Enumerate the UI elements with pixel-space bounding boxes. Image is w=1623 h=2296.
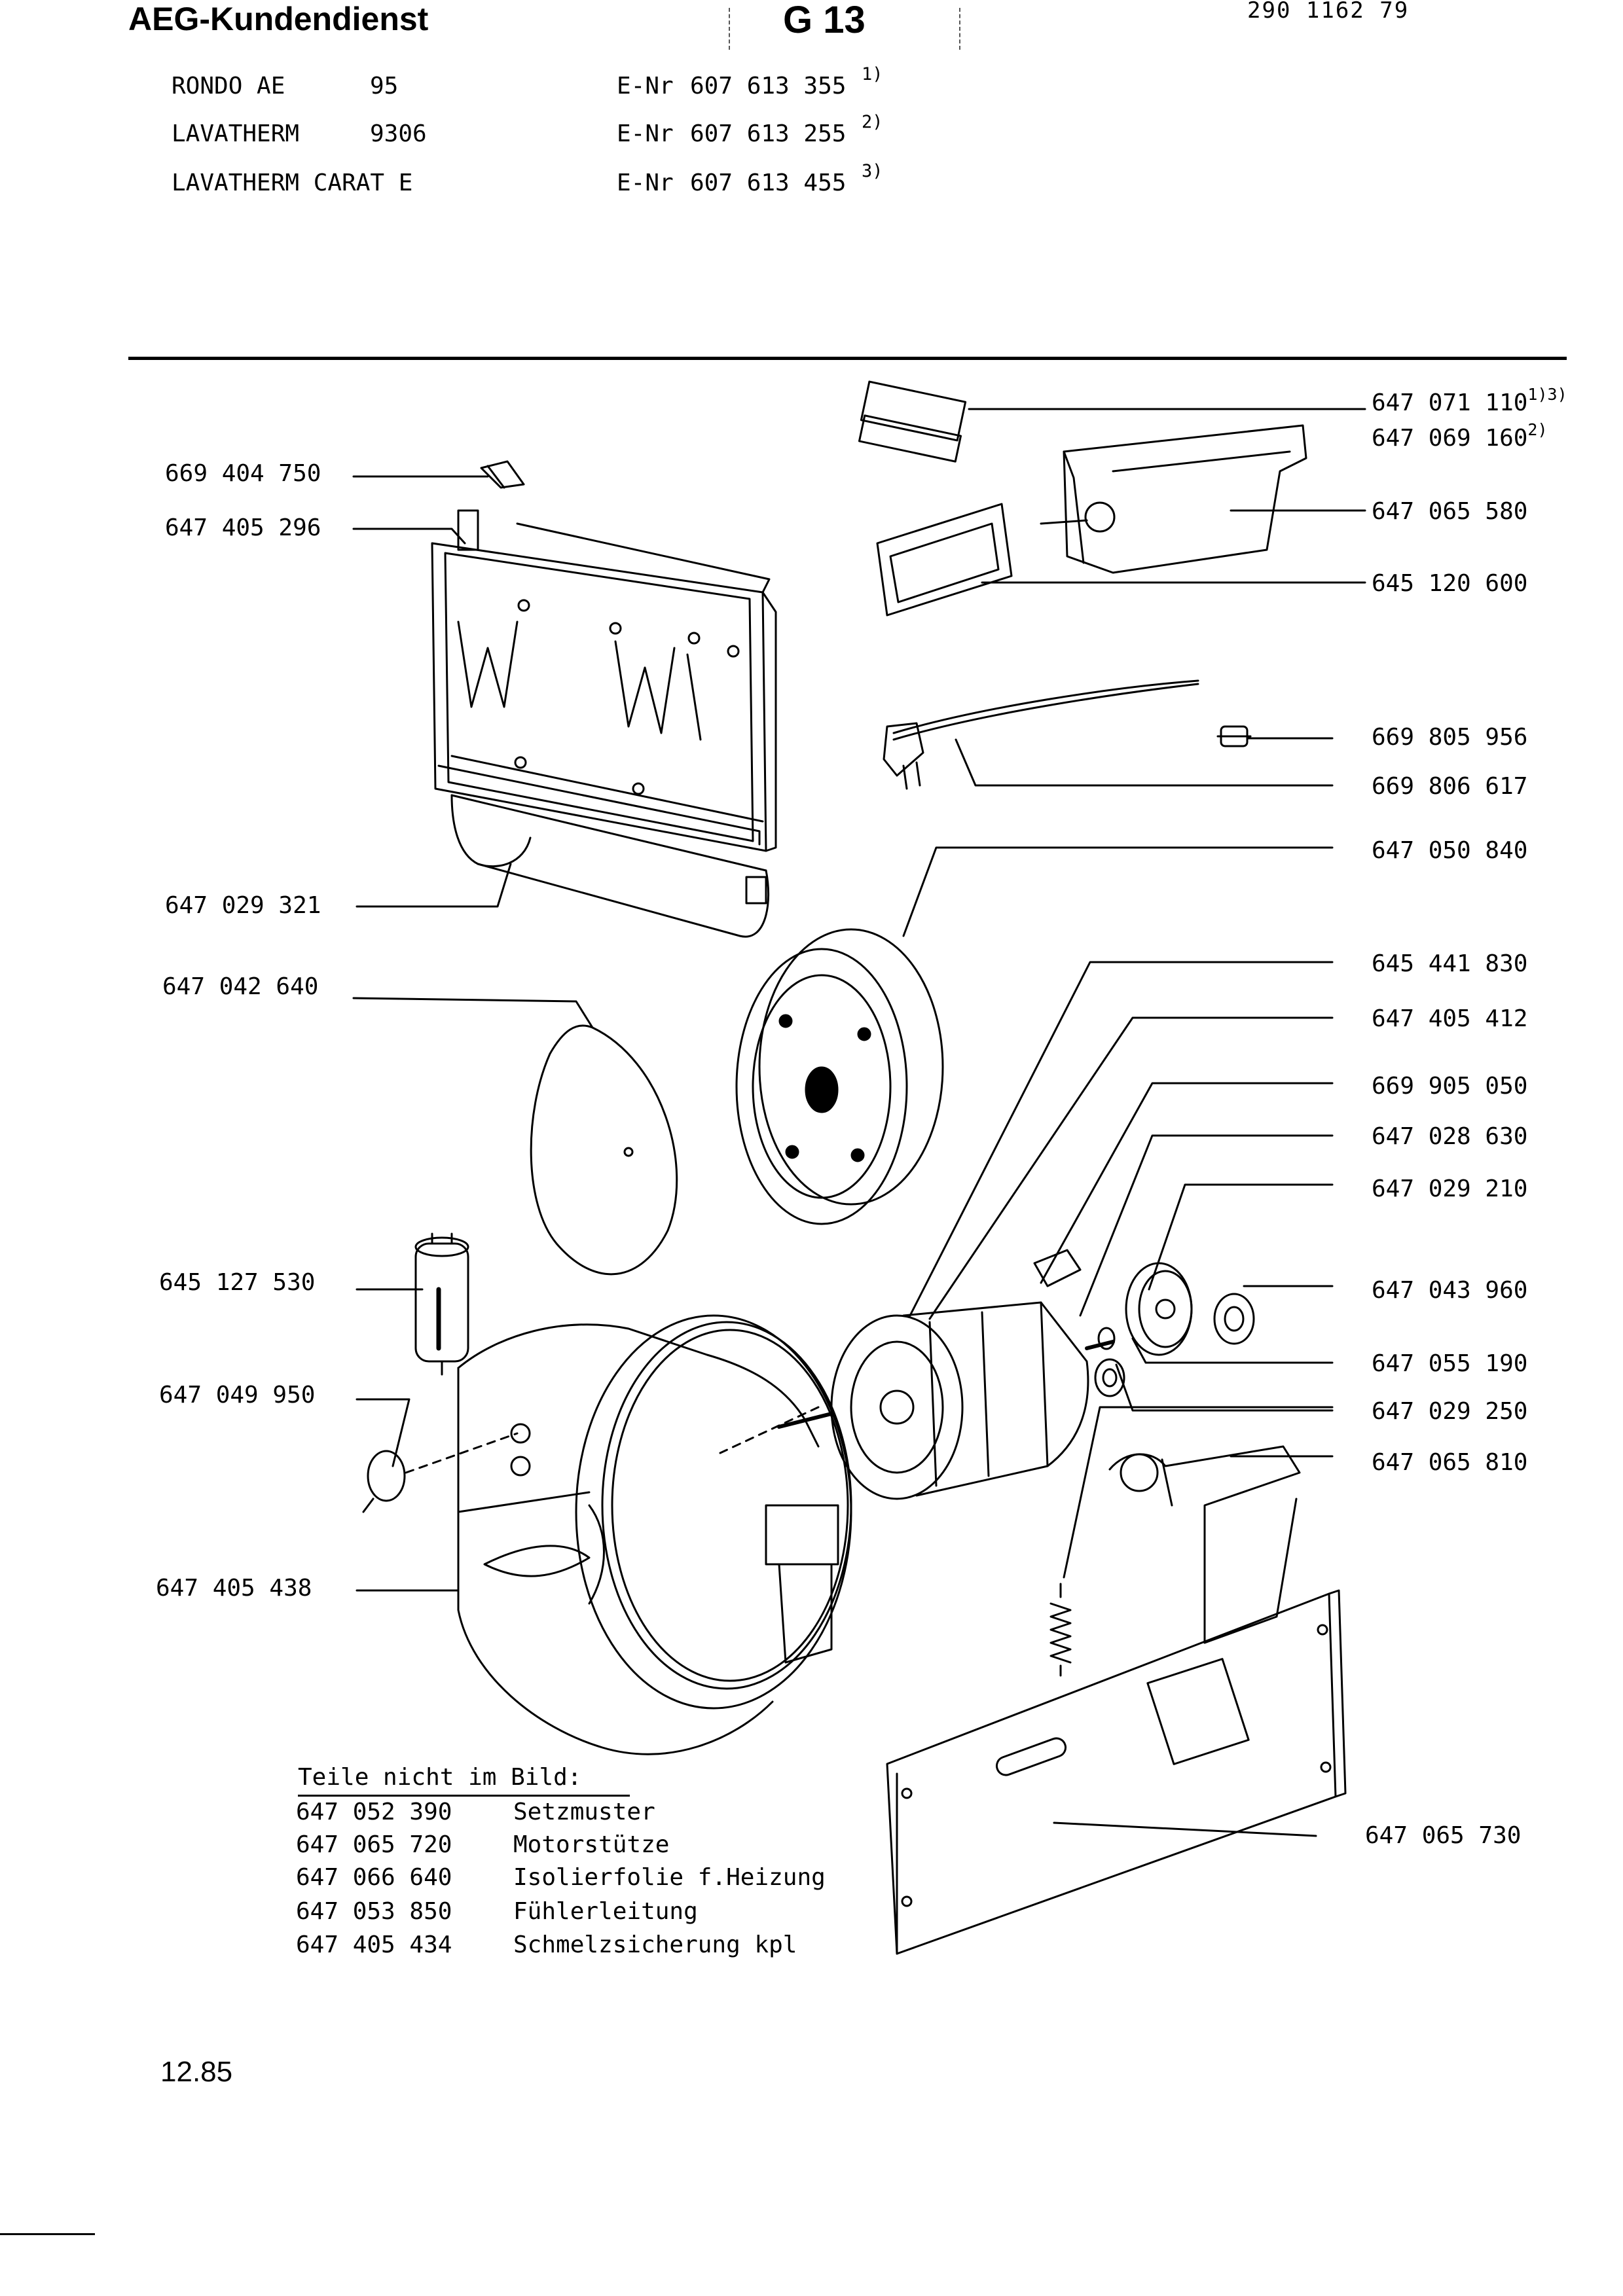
enr-number: 607 613 255 [690, 120, 847, 147]
footnote-mark: 3) [862, 161, 883, 181]
model-row: LAVATHERM 9306 E-Nr 607 613 255 2) [172, 112, 957, 151]
part-label: 647 029 210 [1372, 1175, 1528, 1202]
enr-number: 607 613 455 [690, 170, 847, 196]
part-label: 645 127 530 [159, 1269, 316, 1296]
part-label: 647 069 1602) [1372, 420, 1548, 452]
control-panel [876, 503, 1013, 617]
part-label: 647 029 321 [165, 892, 321, 919]
part-label: 669 806 617 [1372, 773, 1528, 800]
document-number: 290 1162 79 [1247, 0, 1410, 24]
part-label: 647 071 1101)3) [1372, 385, 1567, 416]
heading-underline [298, 1795, 630, 1797]
not-in-picture-item: 647 405 434 Schmelzsicherung kpl [296, 1929, 885, 1961]
model-number: 95 [370, 73, 399, 99]
part-description: Fühlerleitung [513, 1898, 698, 1925]
part-label: 647 049 950 [159, 1382, 316, 1408]
not-in-picture-item: 647 066 640 Isolierfolie f.Heizung [296, 1862, 885, 1893]
model-name: LAVATHERM CARAT E [172, 170, 413, 196]
rear-panel [886, 1589, 1347, 1955]
header-divider-left [729, 8, 730, 50]
not-in-picture-heading: Teile nicht im Bild: [298, 1764, 582, 1791]
nut [1213, 1293, 1255, 1345]
part-label: 647 029 250 [1372, 1398, 1528, 1425]
part-label: 647 042 640 [162, 973, 319, 1000]
part-label: 647 405 296 [165, 514, 321, 541]
not-in-picture-item: 647 065 720 Motorstütze [296, 1829, 885, 1861]
part-label: 647 065 730 [1365, 1822, 1522, 1849]
footer-rule [0, 2233, 95, 2235]
model-number: 9306 [370, 120, 427, 147]
footnote-mark: 1) [862, 64, 883, 84]
cable-clamp [1216, 725, 1252, 747]
part-description: Schmelzsicherung kpl [513, 1931, 797, 1958]
part-number: 647 066 640 [296, 1864, 452, 1891]
carbon-brush [1033, 1249, 1082, 1287]
part-label: 647 043 960 [1372, 1277, 1528, 1304]
enr-label: E-Nr [617, 73, 674, 99]
not-in-picture-item: 647 052 390 Setzmuster [296, 1797, 885, 1828]
part-label: 647 405 438 [156, 1575, 312, 1602]
washer [1094, 1327, 1125, 1397]
footnote-mark: 2) [862, 112, 883, 132]
part-number: 647 405 434 [296, 1931, 452, 1958]
capacitor [414, 1232, 469, 1376]
model-name: RONDO AE [172, 73, 285, 99]
retaining-clip [480, 460, 525, 489]
model-name: LAVATHERM [172, 120, 300, 147]
thermostat [362, 1432, 519, 1513]
brand-title: AEG-Kundendienst [128, 1, 429, 37]
part-label: 647 055 190 [1372, 1350, 1528, 1377]
part-description: Motorstütze [513, 1831, 670, 1858]
part-label: 647 405 412 [1372, 1005, 1528, 1032]
issue-date: 12.85 [160, 2056, 233, 2088]
fan-wheel [735, 928, 944, 1225]
separator-rule [128, 357, 1567, 360]
timer-module [858, 380, 1307, 574]
power-cord [883, 679, 1199, 790]
part-label: 647 050 840 [1372, 837, 1528, 864]
part-number: 647 065 720 [296, 1831, 452, 1858]
part-label: 645 120 600 [1372, 570, 1528, 597]
fan-housing [457, 1314, 852, 1755]
model-row: RONDO AE 95 E-Nr 607 613 355 1) [172, 64, 957, 103]
part-description: Isolierfolie f.Heizung [513, 1864, 826, 1891]
part-label: 669 404 750 [165, 460, 321, 487]
enr-label: E-Nr [617, 170, 674, 196]
model-row: LAVATHERM CARAT E E-Nr 607 613 455 3) [172, 161, 957, 200]
motor-pulley [1125, 1262, 1193, 1356]
part-label: 647 065 580 [1372, 498, 1528, 525]
header-divider-right [959, 8, 960, 50]
part-label: 669 805 956 [1372, 724, 1528, 751]
drive-motor [719, 1301, 1115, 1500]
leader-lines-left [352, 475, 594, 1592]
part-label: 647 065 810 [1372, 1449, 1528, 1476]
leader-lines-right [902, 408, 1366, 1837]
enr-label: E-Nr [617, 120, 674, 147]
part-number: 647 053 850 [296, 1898, 452, 1925]
motor-bracket [1108, 1445, 1301, 1644]
part-description: Setzmuster [513, 1799, 655, 1825]
heater-frame [431, 509, 777, 852]
seal-disk [530, 1024, 678, 1276]
part-label: 669 905 050 [1372, 1073, 1528, 1100]
part-label: 647 028 630 [1372, 1123, 1528, 1150]
tension-spring [1049, 1583, 1072, 1677]
not-in-picture-item: 647 053 850 Fühlerleitung [296, 1896, 885, 1928]
enr-number: 607 613 355 [690, 73, 847, 99]
section-code: G 13 [783, 0, 866, 41]
heater-cover [450, 794, 770, 938]
part-label: 645 441 830 [1372, 950, 1528, 977]
part-number: 647 052 390 [296, 1799, 452, 1825]
